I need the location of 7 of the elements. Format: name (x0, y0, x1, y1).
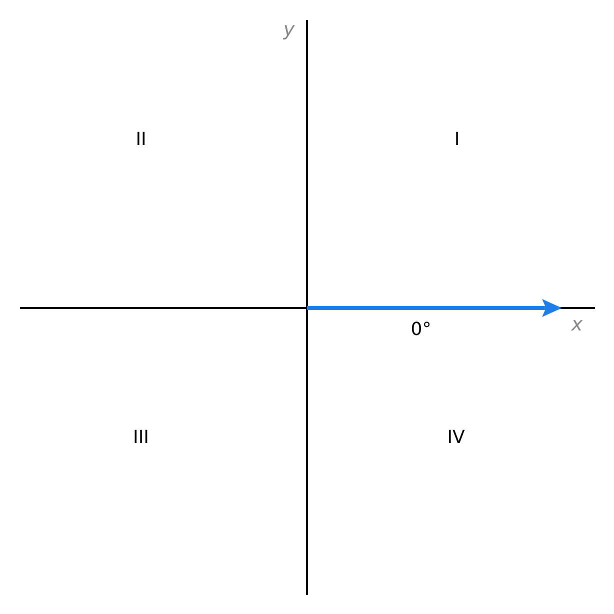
quadrant-label: II (136, 131, 146, 149)
quadrant-label: I (454, 131, 460, 149)
axis-label: x (571, 316, 583, 334)
axis-label: y (283, 20, 295, 40)
quadrant-label: IV (447, 429, 465, 447)
angle-label: 0° (410, 321, 432, 339)
quadrant-label: III (133, 429, 149, 447)
